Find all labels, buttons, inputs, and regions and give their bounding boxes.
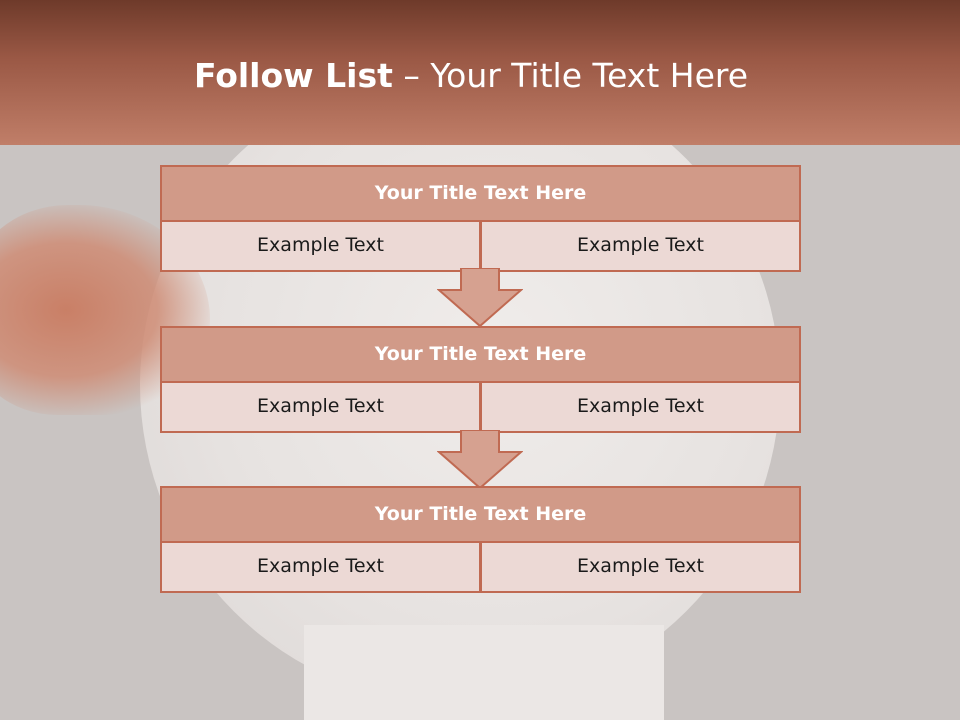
slide-title: Follow List – Your Title Text Here xyxy=(0,56,942,95)
list-block-cell-left: Example Text xyxy=(160,222,481,272)
list-block-title: Your Title Text Here xyxy=(160,326,801,383)
down-arrow-icon xyxy=(437,268,523,328)
down-arrow-icon xyxy=(437,430,523,490)
moon-graphic-lower xyxy=(304,625,664,720)
list-block-2: Your Title Text Here Example Text Exampl… xyxy=(160,326,801,433)
list-block-cell-right: Example Text xyxy=(480,383,801,433)
list-block-1: Your Title Text Here Example Text Exampl… xyxy=(160,165,801,272)
list-block-cell-left: Example Text xyxy=(160,543,481,593)
list-block-cell-left: Example Text xyxy=(160,383,481,433)
list-block-title: Your Title Text Here xyxy=(160,165,801,222)
slide-title-rest: – Your Title Text Here xyxy=(392,56,749,95)
list-block-cell-right: Example Text xyxy=(480,543,801,593)
list-block-cell-right: Example Text xyxy=(480,222,801,272)
slide-title-bold: Follow List xyxy=(193,56,393,95)
list-block-title: Your Title Text Here xyxy=(160,486,801,543)
title-bar: Follow List – Your Title Text Here xyxy=(0,0,960,145)
list-block-3: Your Title Text Here Example Text Exampl… xyxy=(160,486,801,593)
